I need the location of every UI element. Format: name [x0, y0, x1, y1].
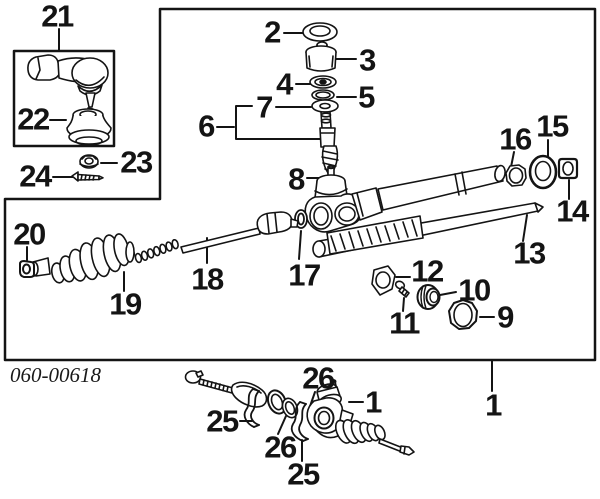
inset-frame: [12, 49, 116, 148]
valve-housing-drawing: [304, 164, 383, 233]
bolt-11-drawing: [394, 280, 410, 298]
rack-assembly-drawing: [184, 370, 415, 456]
callout-24: 24: [19, 158, 52, 194]
callout-11: 11: [389, 305, 420, 341]
bracket-12-drawing: [371, 265, 396, 296]
nut-14-drawing: [557, 157, 579, 180]
washer-7-drawing: [311, 99, 339, 113]
callout-26-bottom: 26: [264, 429, 297, 465]
main-frame: [3, 7, 597, 362]
callout-9: 9: [497, 299, 514, 335]
callout-3: 3: [359, 42, 376, 78]
callout-7: 7: [256, 89, 273, 125]
boot-19-drawing: [29, 233, 135, 284]
cap-3-drawing: [305, 41, 337, 72]
callout-13: 13: [513, 235, 546, 271]
callout-21: 21: [41, 0, 74, 34]
callout-2: 2: [264, 14, 281, 50]
nut-16-drawing: [505, 164, 527, 187]
callout-16: 16: [499, 121, 532, 157]
leader-lines: [26, 28, 570, 462]
inner-rod-drawing: [129, 211, 299, 264]
callout-12: 12: [411, 253, 444, 289]
callout-18: 18: [191, 261, 224, 297]
callout-14: 14: [556, 193, 589, 229]
callout-4: 4: [276, 66, 293, 102]
seal-15-drawing: [528, 154, 558, 190]
pinion-shaft-drawing: [319, 111, 339, 179]
callout-8: 8: [288, 161, 305, 197]
bolt-24-drawing: [71, 171, 104, 182]
ring-5-drawing: [311, 89, 335, 101]
clamp-20-drawing: [19, 260, 35, 278]
dust-cover-drawing: [66, 108, 112, 146]
callout-15: 15: [536, 108, 569, 144]
nut-23-drawing: [79, 154, 99, 169]
callout-25-bottom: 25: [287, 456, 320, 492]
callout-19: 19: [109, 286, 142, 322]
callout-26-top: 26: [302, 360, 335, 396]
callout-5: 5: [358, 79, 375, 115]
callout-1-frame: 1: [485, 387, 502, 423]
washer-4-drawing: [309, 75, 337, 89]
callout-20: 20: [13, 216, 46, 252]
callout-17: 17: [288, 257, 321, 293]
tie-rod-end-drawing: [27, 54, 109, 115]
callout-6: 6: [198, 108, 215, 144]
callout-25-left: 25: [206, 403, 239, 439]
callout-1-assembly: 1: [365, 384, 382, 420]
ring-9-drawing: [448, 299, 478, 330]
diagram-code: 060-00618: [10, 363, 101, 387]
cap-2-drawing: [302, 22, 338, 42]
callout-10: 10: [458, 272, 491, 308]
bracket-6: [235, 105, 322, 140]
callout-23: 23: [120, 144, 153, 180]
rack-bar-drawing: [312, 202, 544, 258]
callout-22: 22: [17, 101, 50, 137]
housing-tube-drawing: [377, 164, 506, 211]
bushing-10-drawing: [416, 284, 441, 310]
